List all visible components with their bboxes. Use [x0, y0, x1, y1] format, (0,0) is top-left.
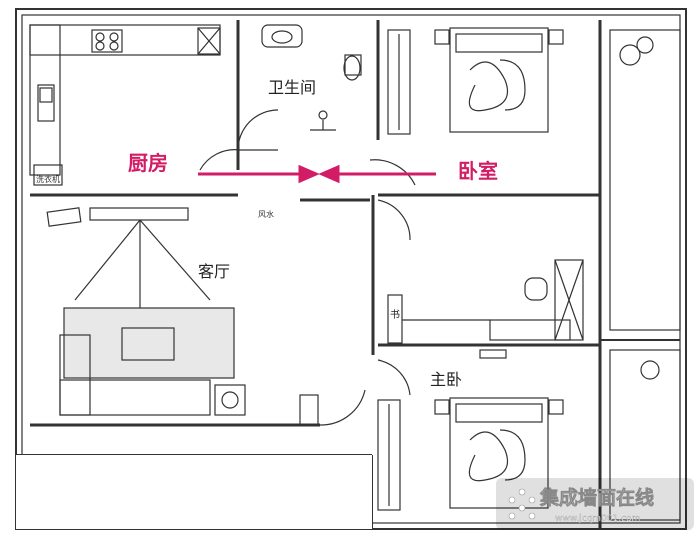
bathroom-fixtures: [261, 24, 362, 131]
kitchen-arrow: [198, 164, 320, 184]
master-bedroom-furniture: [377, 397, 564, 511]
kitchen-annotation: 厨房: [128, 151, 168, 175]
kitchen-note-label: 洗衣机: [36, 174, 60, 184]
master-bedroom-label: 主卧: [430, 370, 462, 389]
bathroom-label: 卫生间: [268, 78, 316, 97]
book-label: 书: [390, 309, 400, 321]
watermark-url: www.jcqm001.com: [555, 514, 640, 524]
study-furniture: [387, 259, 584, 359]
bedroom-arrow: [318, 164, 436, 184]
kitchen-fixtures: [29, 24, 221, 186]
living-room-furniture: [46, 207, 319, 426]
door-swings: [199, 109, 416, 426]
outer-walls: [15, 8, 687, 530]
watermark-brand: 集成墙面在线: [539, 486, 654, 509]
watermark: 集成墙面在线 www.jcqm001.com: [496, 478, 694, 530]
living-room-label: 客厅: [198, 262, 230, 281]
interior-walls: [30, 20, 680, 529]
living-note-label: 风水: [258, 209, 274, 219]
bedroom-top-furniture: [387, 27, 564, 135]
bedroom-annotation: 卧室: [458, 159, 498, 183]
balcony: [609, 29, 681, 521]
